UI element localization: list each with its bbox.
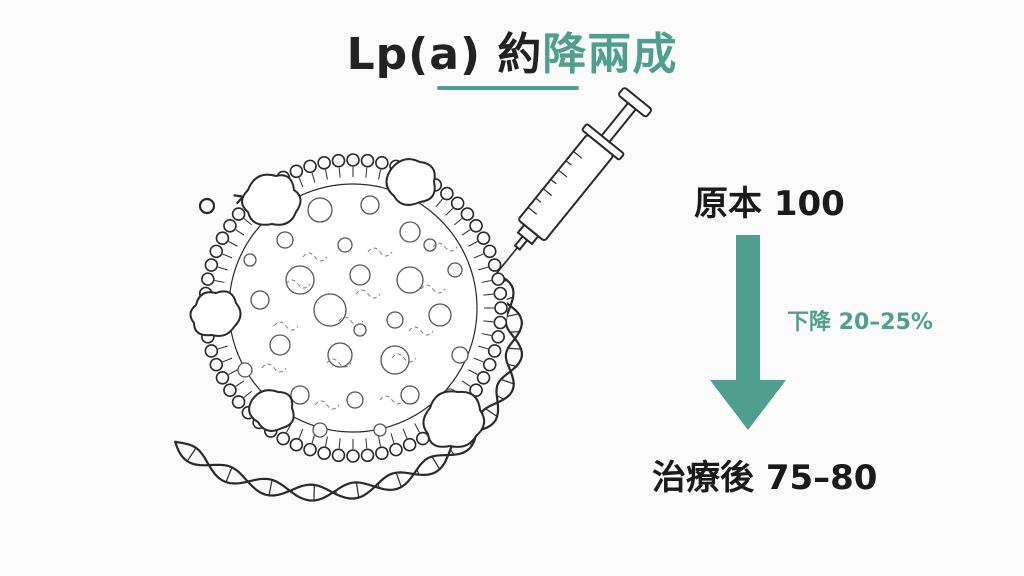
after-treatment-label: 治療後 75–80 <box>652 458 878 498</box>
reduction-label: 下降 20–25% <box>787 310 933 335</box>
title-lead: Lp(a) 約 <box>346 29 543 80</box>
lipoprotein-particle-icon <box>189 153 508 463</box>
page-title: Lp(a) 約降兩成 <box>0 18 1024 82</box>
title-accent: 降兩成 <box>542 29 678 80</box>
syringe-icon <box>495 87 652 275</box>
baseline-value-label: 原本 100 <box>694 184 845 224</box>
down-arrow-icon <box>736 235 760 385</box>
title-underline <box>437 86 579 90</box>
down-arrow-head <box>710 380 786 430</box>
